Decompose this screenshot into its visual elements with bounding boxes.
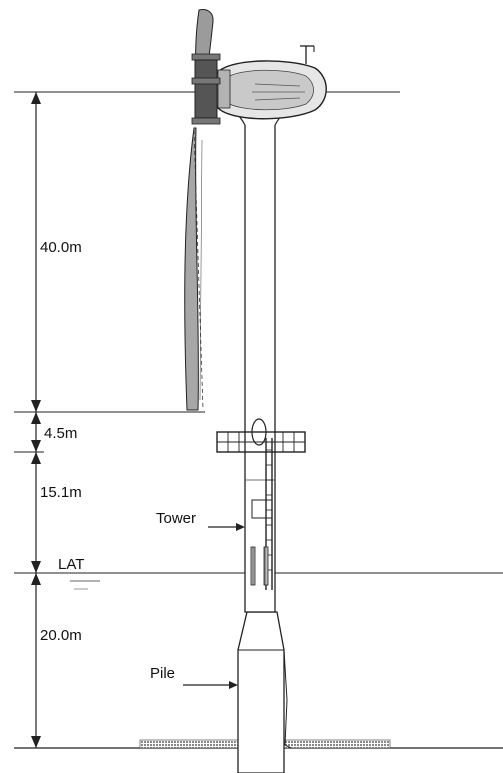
pile [237, 611, 292, 773]
platform-height-label: 15.1m [40, 484, 82, 501]
working-platform [216, 431, 306, 453]
tower [244, 119, 276, 613]
boat-fenders [250, 546, 269, 586]
tower-label: Tower [156, 510, 197, 527]
dimension-arrows [31, 92, 41, 748]
tower-leader [208, 523, 245, 531]
anemometer-mast [300, 45, 315, 64]
pile-label: Pile [150, 665, 176, 682]
blade-clearance-label: 4.5m [44, 425, 78, 442]
hub-height-label: 40.0m [40, 239, 82, 256]
water-depth-label: 20.0m [40, 627, 82, 644]
pile-leader [183, 681, 238, 689]
lat-label: LAT [58, 556, 85, 573]
nacelle [212, 60, 327, 120]
rotor-hub [191, 53, 221, 125]
